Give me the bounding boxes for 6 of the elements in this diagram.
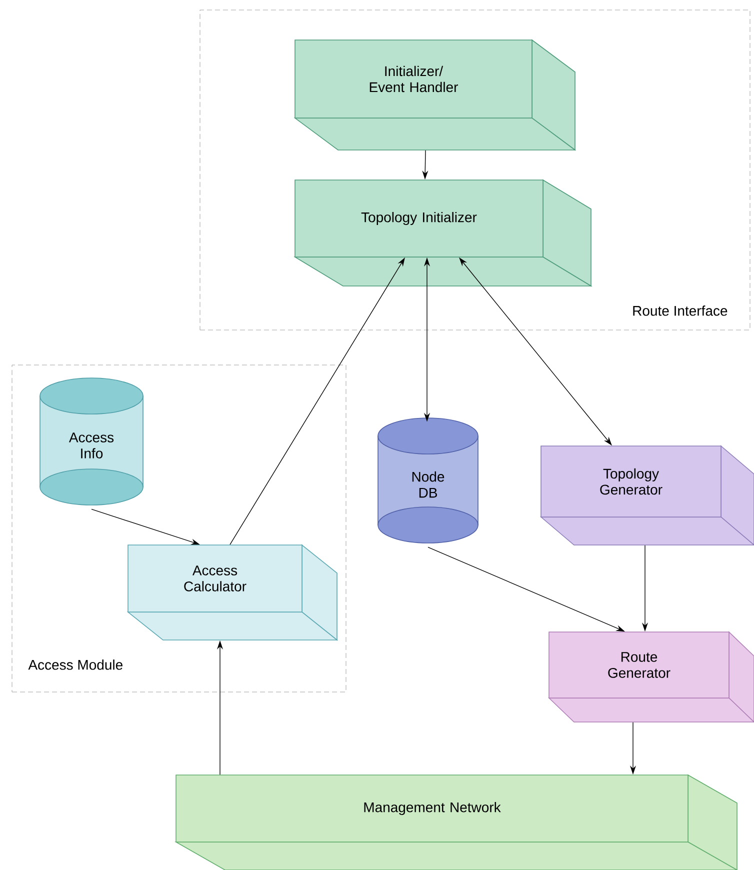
group-label: Route Interface (633, 306, 728, 316)
group-frame (12, 364, 346, 692)
database-cylinder: Node DB (378, 418, 478, 544)
group-frame (200, 10, 750, 330)
group-label: Access Module (28, 660, 122, 670)
database-cylinder: Access Info (40, 378, 144, 506)
